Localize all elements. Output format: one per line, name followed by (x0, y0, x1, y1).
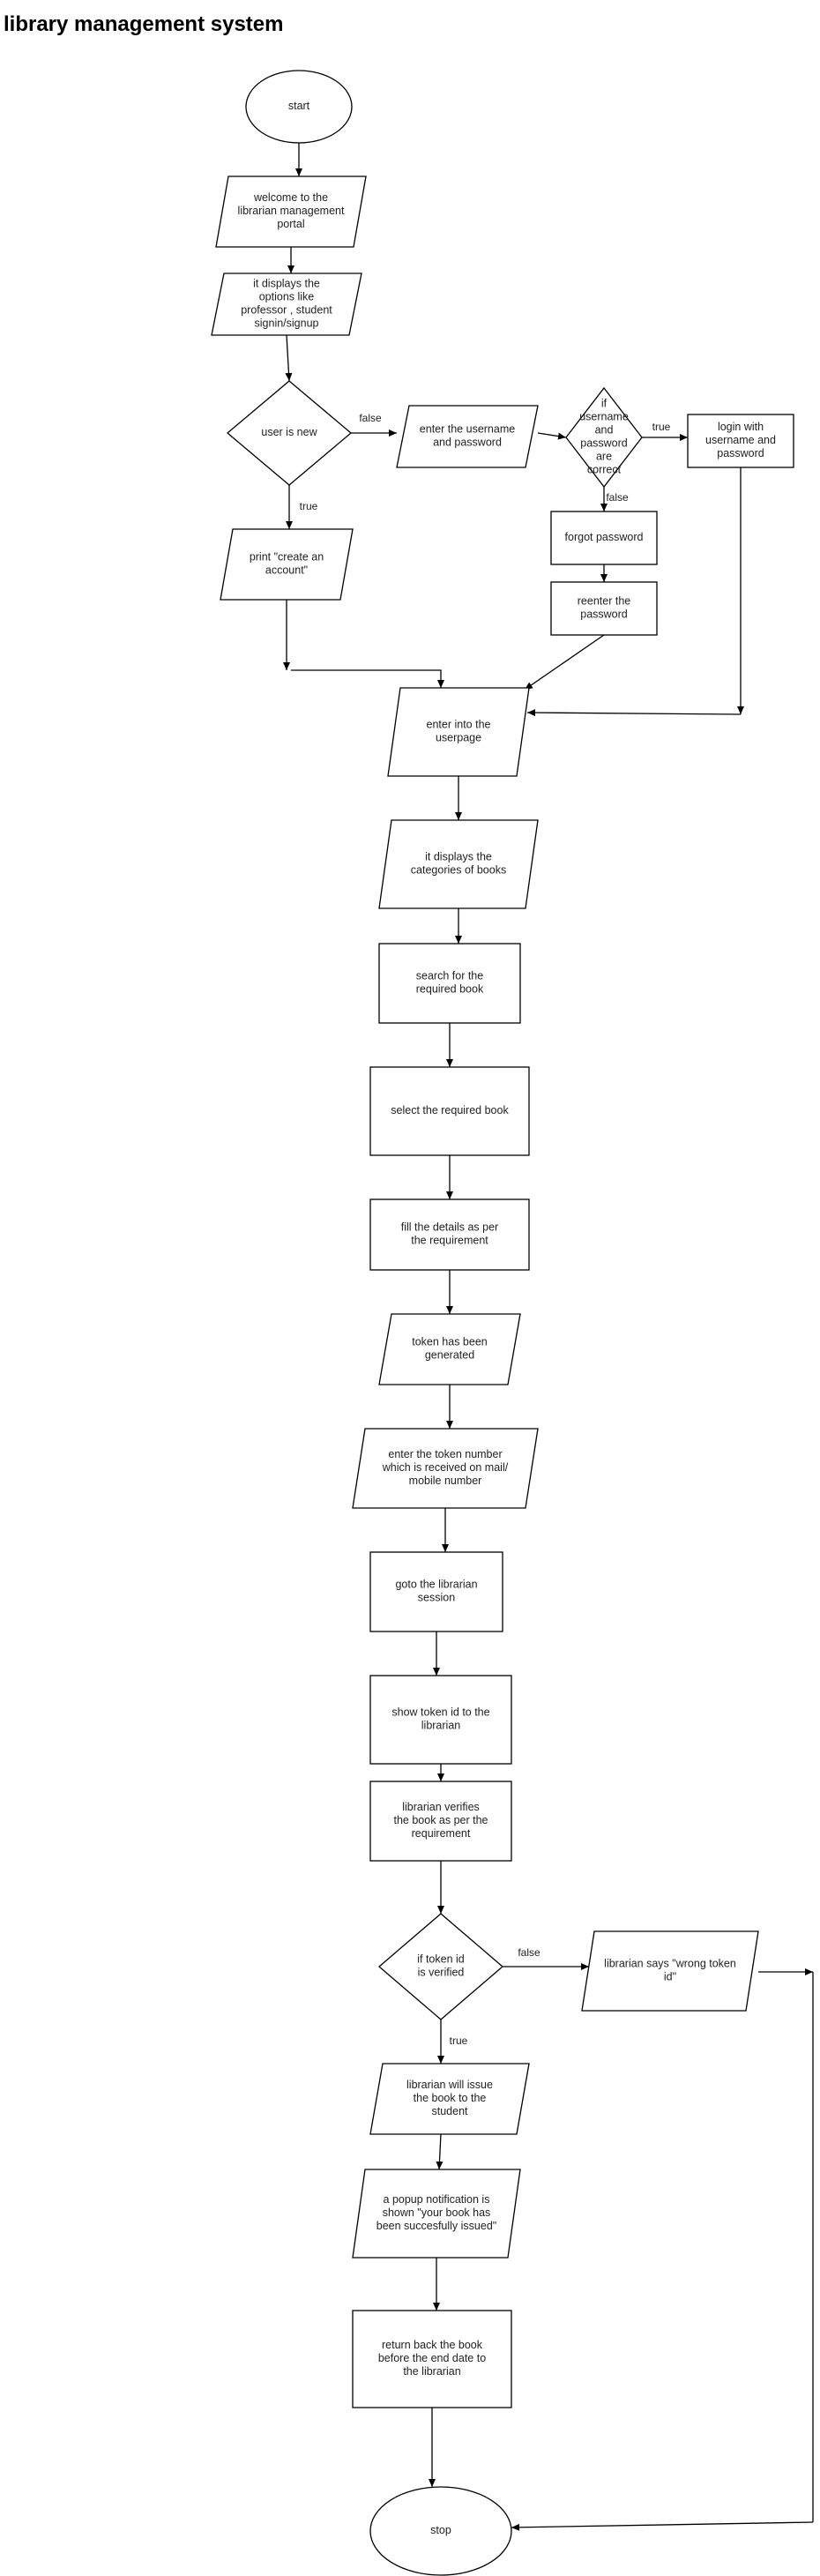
token-generated-shape (378, 1313, 521, 1385)
enter-token-shape (352, 1428, 539, 1509)
edge-label-token-false: false (518, 1946, 540, 1959)
userpage-shape (387, 687, 530, 777)
popup-shape (352, 2169, 521, 2259)
edge-label-user-new-false: false (359, 412, 382, 424)
credentials-correct-shape (565, 386, 643, 489)
reenter-password-shape (550, 581, 658, 636)
user-is-new-shape (226, 380, 353, 486)
edge-label-credentials-false: false (606, 491, 629, 504)
print-create-shape (220, 528, 354, 601)
return-book-shape (352, 2310, 512, 2408)
stop-shape (369, 2486, 512, 2576)
start-shape (245, 70, 353, 144)
edge-label-token-true: true (450, 2035, 468, 2047)
edge-to-userpage (291, 669, 444, 688)
login-shape (687, 414, 794, 468)
page-title: library management system (4, 12, 284, 36)
categories-shape (378, 819, 539, 909)
edge-credentials-check (537, 432, 567, 440)
stop-label: stop (430, 2524, 451, 2536)
options-shape (211, 273, 362, 336)
edge-reenter-userpage (524, 634, 605, 691)
edge-label-credentials-true: true (652, 421, 671, 433)
goto-session-shape (369, 1551, 503, 1632)
fill-details-shape (369, 1198, 530, 1271)
edge-login-userpage (526, 709, 742, 717)
librarian-verifies-shape (369, 1781, 512, 1862)
forgot-password-shape (550, 511, 658, 565)
select-book-shape (369, 1066, 530, 1156)
user-is-new-label: user is new (261, 426, 317, 438)
issue-book-shape (369, 2063, 530, 2135)
edge-label-user-new-true: true (300, 500, 318, 512)
token-verified-shape (378, 1913, 503, 2020)
start-label: start (288, 100, 310, 112)
enter-credentials-shape (396, 405, 539, 468)
search-book-shape (378, 943, 521, 1024)
edge-options-usernew (285, 334, 293, 382)
show-token-shape (369, 1675, 512, 1765)
select-book-label: select the required book (391, 1104, 509, 1116)
wrong-token-shape (581, 1930, 759, 2012)
forgot-password-label: forgot password (565, 531, 644, 543)
edge-right-stop (511, 2521, 814, 2531)
edge-issue-popup (436, 2133, 444, 2170)
welcome-shape (215, 175, 367, 248)
